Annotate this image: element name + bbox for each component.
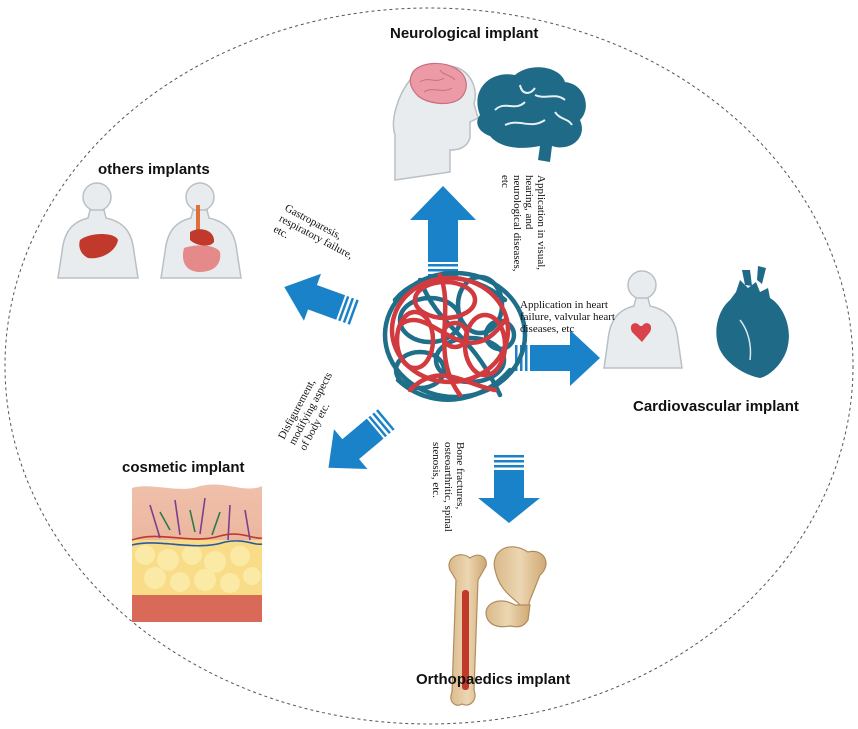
tangled-fiber-ball-icon xyxy=(382,270,528,402)
description-line: diseases, etc xyxy=(520,323,574,335)
description-line: Application in visual, xyxy=(535,175,547,270)
description-line: Application in heart xyxy=(520,299,608,311)
description-line: failure, valvular heart xyxy=(520,311,615,323)
human-liver-icon xyxy=(57,182,139,279)
human-torso-heart-icon xyxy=(603,270,683,369)
description-line: neurological diseases, xyxy=(511,175,523,272)
title-cosmetic: cosmetic implant xyxy=(122,459,245,476)
description-line: etc xyxy=(499,175,511,188)
boundary-ellipse xyxy=(4,7,854,725)
description-line: stenosis, etc. xyxy=(430,442,442,498)
arrow-down xyxy=(478,455,540,523)
description-line: hearing, and xyxy=(523,175,535,230)
femur-bone-cross-section-icon xyxy=(485,546,547,628)
description-others: Gastroparesis, respiratory failure, etc. xyxy=(271,202,355,262)
description-cardiovascular: Application in heart failure, valvular h… xyxy=(520,299,615,335)
skin-layers-icon xyxy=(131,484,263,622)
human-head-brain-icon xyxy=(392,62,479,181)
description-orthopaedics: Bone fractures, osteoarthritic, spinal s… xyxy=(430,442,466,532)
femur-bone-icon xyxy=(448,554,487,706)
arrow-up xyxy=(410,186,476,277)
title-cardiovascular: Cardiovascular implant xyxy=(633,398,799,415)
description-line: Bone fractures, xyxy=(454,442,466,509)
title-others: others implants xyxy=(98,161,210,178)
arrow-up-left xyxy=(284,273,359,325)
human-digestive-system-icon xyxy=(160,182,242,279)
brain-icon xyxy=(477,67,586,162)
description-neurological: Application in visual, hearing, and neur… xyxy=(499,175,547,272)
heart-icon xyxy=(716,266,789,378)
title-orthopaedics: Orthopaedics implant xyxy=(416,671,570,688)
title-neurological: Neurological implant xyxy=(390,25,538,42)
description-line: osteoarthritic, spinal xyxy=(442,442,454,532)
arrow-down-left xyxy=(328,409,395,470)
arrow-right xyxy=(515,330,600,386)
